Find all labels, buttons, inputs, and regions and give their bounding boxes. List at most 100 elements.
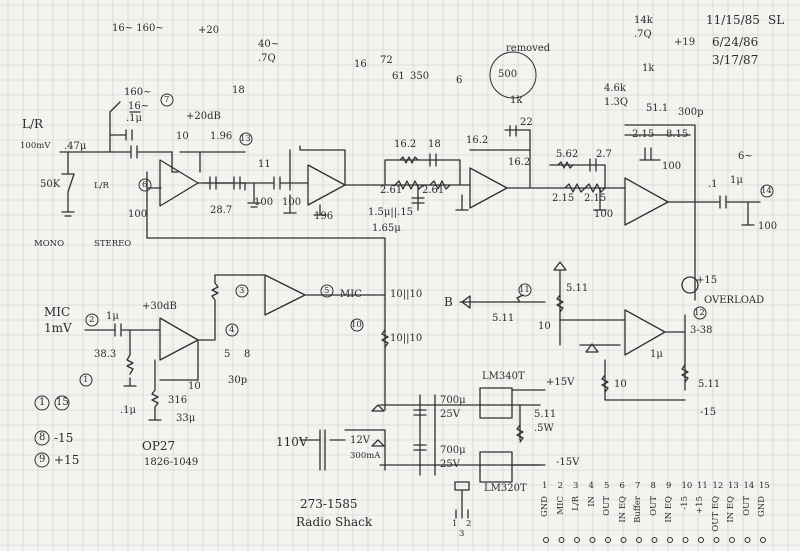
- mic-cap: 1μ: [106, 311, 119, 322]
- legend-circle-9: [34, 452, 50, 468]
- filter-r14: 2.15: [584, 193, 607, 204]
- connector-pin-label: GND: [540, 496, 550, 518]
- note-removed-e: 6: [456, 75, 463, 86]
- input-r4: 28.7: [210, 205, 233, 216]
- filter-out-freq: 6~: [738, 151, 753, 162]
- power-r-led-w: .5W: [534, 423, 554, 434]
- connector-pin-dot: [667, 537, 673, 543]
- input-r3: 100: [128, 209, 148, 220]
- connector-pin-number: 11: [697, 481, 708, 491]
- note-mod2-gain: +19: [674, 37, 696, 48]
- input-freq-b: 16~: [128, 101, 150, 112]
- input-level: 100mV: [20, 141, 51, 151]
- mic-stage-wiring: [84, 274, 389, 421]
- mic-r3: 316: [168, 395, 188, 406]
- power-reg-neg: LM320T: [484, 483, 527, 494]
- legend-circle-1: [34, 395, 50, 411]
- note-mod1-freq: 18: [232, 85, 245, 96]
- filter-r10: 22: [520, 117, 533, 128]
- connector-pin-dot: [543, 537, 549, 543]
- power-cap1: 700μ: [440, 395, 466, 406]
- legend-circle-15: [54, 395, 70, 411]
- node-13: 13: [240, 134, 251, 144]
- filter-r3: 196: [314, 211, 334, 222]
- input-opamp-1: [159, 151, 269, 208]
- connector-pin-label: OUT: [602, 496, 612, 516]
- power-part: 273-1585: [300, 497, 358, 511]
- filter-r15: 100: [594, 209, 614, 220]
- connector-pin-number: 12: [712, 481, 724, 491]
- power-vin: 110V: [276, 435, 308, 449]
- filter-network-2: [549, 158, 626, 211]
- mic-cap-c: .1μ: [120, 405, 137, 416]
- legend-num-8: 8: [39, 432, 46, 443]
- connector-pin-label: MIC: [555, 496, 566, 515]
- connector-pin-number: 15: [759, 481, 770, 491]
- overload-v: +15: [696, 275, 718, 286]
- node-5: 5: [324, 286, 330, 296]
- power-xfmr-i: 300mA: [350, 451, 381, 461]
- removed-circle: [489, 51, 537, 99]
- overload-label: OVERLOAD: [704, 295, 765, 306]
- power-pin1: 1: [452, 519, 458, 529]
- mic-level: 1mV: [44, 321, 72, 335]
- input-r2: 1.96: [210, 131, 233, 142]
- power-r-led: 5.11: [534, 409, 557, 420]
- filter-out-r: 100: [758, 221, 778, 232]
- connector-pin-dot: [589, 537, 596, 543]
- mic-label: MIC: [44, 305, 71, 319]
- node-10: 10: [351, 320, 362, 330]
- filter-r16: 51.1: [646, 103, 669, 114]
- legend-num-1: 1: [39, 397, 46, 408]
- note-removed-b: 72: [380, 55, 393, 66]
- connector-pin-dot: [713, 537, 720, 543]
- power-pin3: 2: [466, 519, 472, 529]
- node-5-circle: [320, 284, 334, 298]
- input-stage-wiring: [59, 101, 386, 301]
- connector-pin-number: 4: [588, 481, 594, 491]
- node-11-circle: [518, 283, 532, 297]
- mic-r-mix: 10||10: [390, 289, 423, 300]
- node-2-circle: [85, 313, 99, 327]
- note-mod1-value: 40~: [258, 39, 280, 50]
- connector-pin-label: GND: [757, 496, 767, 518]
- note-removed-d: 350: [410, 71, 430, 82]
- mic-opamp-name: OP27: [142, 439, 176, 453]
- note-removed-g: 1k: [510, 95, 523, 106]
- connector-pin-dot: [698, 537, 704, 543]
- connector-pin-label: IN EQ: [664, 496, 674, 523]
- overload-b-label: B: [444, 295, 453, 309]
- connector-pin-number: 5: [604, 481, 610, 491]
- note-mod2-freq: 1k: [642, 63, 655, 74]
- legend-val-plus15: +15: [54, 453, 80, 467]
- connector-pin-number: 1: [542, 481, 548, 491]
- node-12-circle: [693, 306, 707, 320]
- input-stereo: STEREO: [94, 239, 132, 249]
- input-cap: .47μ: [64, 141, 87, 152]
- overload-r5: 5.11: [698, 379, 721, 390]
- node-2: 2: [89, 315, 95, 325]
- filter-r9: 16.2: [508, 157, 531, 168]
- initials: SL: [768, 13, 785, 27]
- mic-cap-b: 33μ: [176, 413, 196, 424]
- mic-part-no: 1826-1049: [144, 457, 199, 468]
- connector-pin-label: IN EQ: [726, 496, 736, 523]
- power-pin2: 3: [459, 529, 465, 539]
- mic-val-8: 8: [244, 349, 251, 360]
- overload-r3: 10: [538, 321, 551, 332]
- connector-pin-number: 8: [650, 481, 656, 491]
- overload-r2: 5.11: [566, 283, 589, 294]
- note-mod1-sub: .7Q: [258, 53, 276, 64]
- legend-num-9: 9: [39, 454, 46, 465]
- node-3: 3: [239, 286, 245, 296]
- filter-r17: 2.15: [632, 129, 655, 140]
- filter-r8: 16.2: [466, 135, 489, 146]
- connector-pin-dot: [682, 537, 689, 543]
- connector-pin-dot: [636, 537, 642, 543]
- node-11: 11: [519, 285, 530, 295]
- connector-pin-number: 3: [573, 481, 579, 491]
- note-top-gain: +20: [198, 25, 220, 36]
- note-mod2-a: 14k: [634, 15, 653, 26]
